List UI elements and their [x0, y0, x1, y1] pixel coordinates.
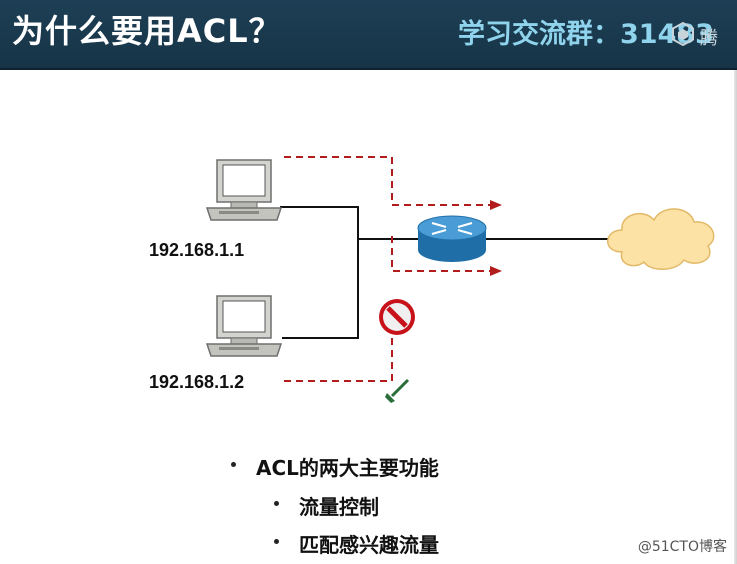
tencent-logo-icon [672, 22, 694, 46]
denied-path [284, 336, 393, 382]
router-icon [417, 215, 487, 262]
pc-icon [205, 295, 283, 357]
arrowheads [490, 200, 502, 276]
logo-text: 腾 [700, 28, 718, 49]
watermark: @51CTO博客 [637, 539, 727, 555]
host1-ip-label: 192.168.1.1 [149, 240, 245, 260]
slide-title: 为什么要用ACL？ [12, 12, 282, 50]
group-info: 学习交流群：31483 [458, 19, 714, 50]
network-links [280, 206, 612, 339]
filter-icon [385, 378, 410, 403]
permit-path-upper [284, 156, 490, 206]
bullet-match-traffic: 匹配感兴趣流量 [299, 533, 439, 557]
host2-ip-label: 192.168.1.2 [149, 372, 245, 392]
permit-path-lower [391, 236, 490, 272]
bullet-main: ACL的两大主要功能 [256, 456, 439, 480]
arrow-upper-icon [490, 200, 502, 210]
slide-header: 为什么要用ACL？ 学习交流群：31483 腾 [0, 0, 737, 70]
bullet-dot [274, 539, 279, 544]
traffic-paths [284, 156, 490, 382]
cloud-icon [607, 208, 715, 270]
pc-icon [205, 159, 283, 221]
network-diagram [205, 156, 715, 403]
bullet-dot [231, 462, 236, 467]
bullet-dot [274, 501, 279, 506]
slide-edge [734, 70, 737, 564]
deny-icon [379, 299, 415, 335]
arrow-lower-icon [490, 266, 502, 276]
bullet-traffic-control: 流量控制 [299, 495, 379, 519]
